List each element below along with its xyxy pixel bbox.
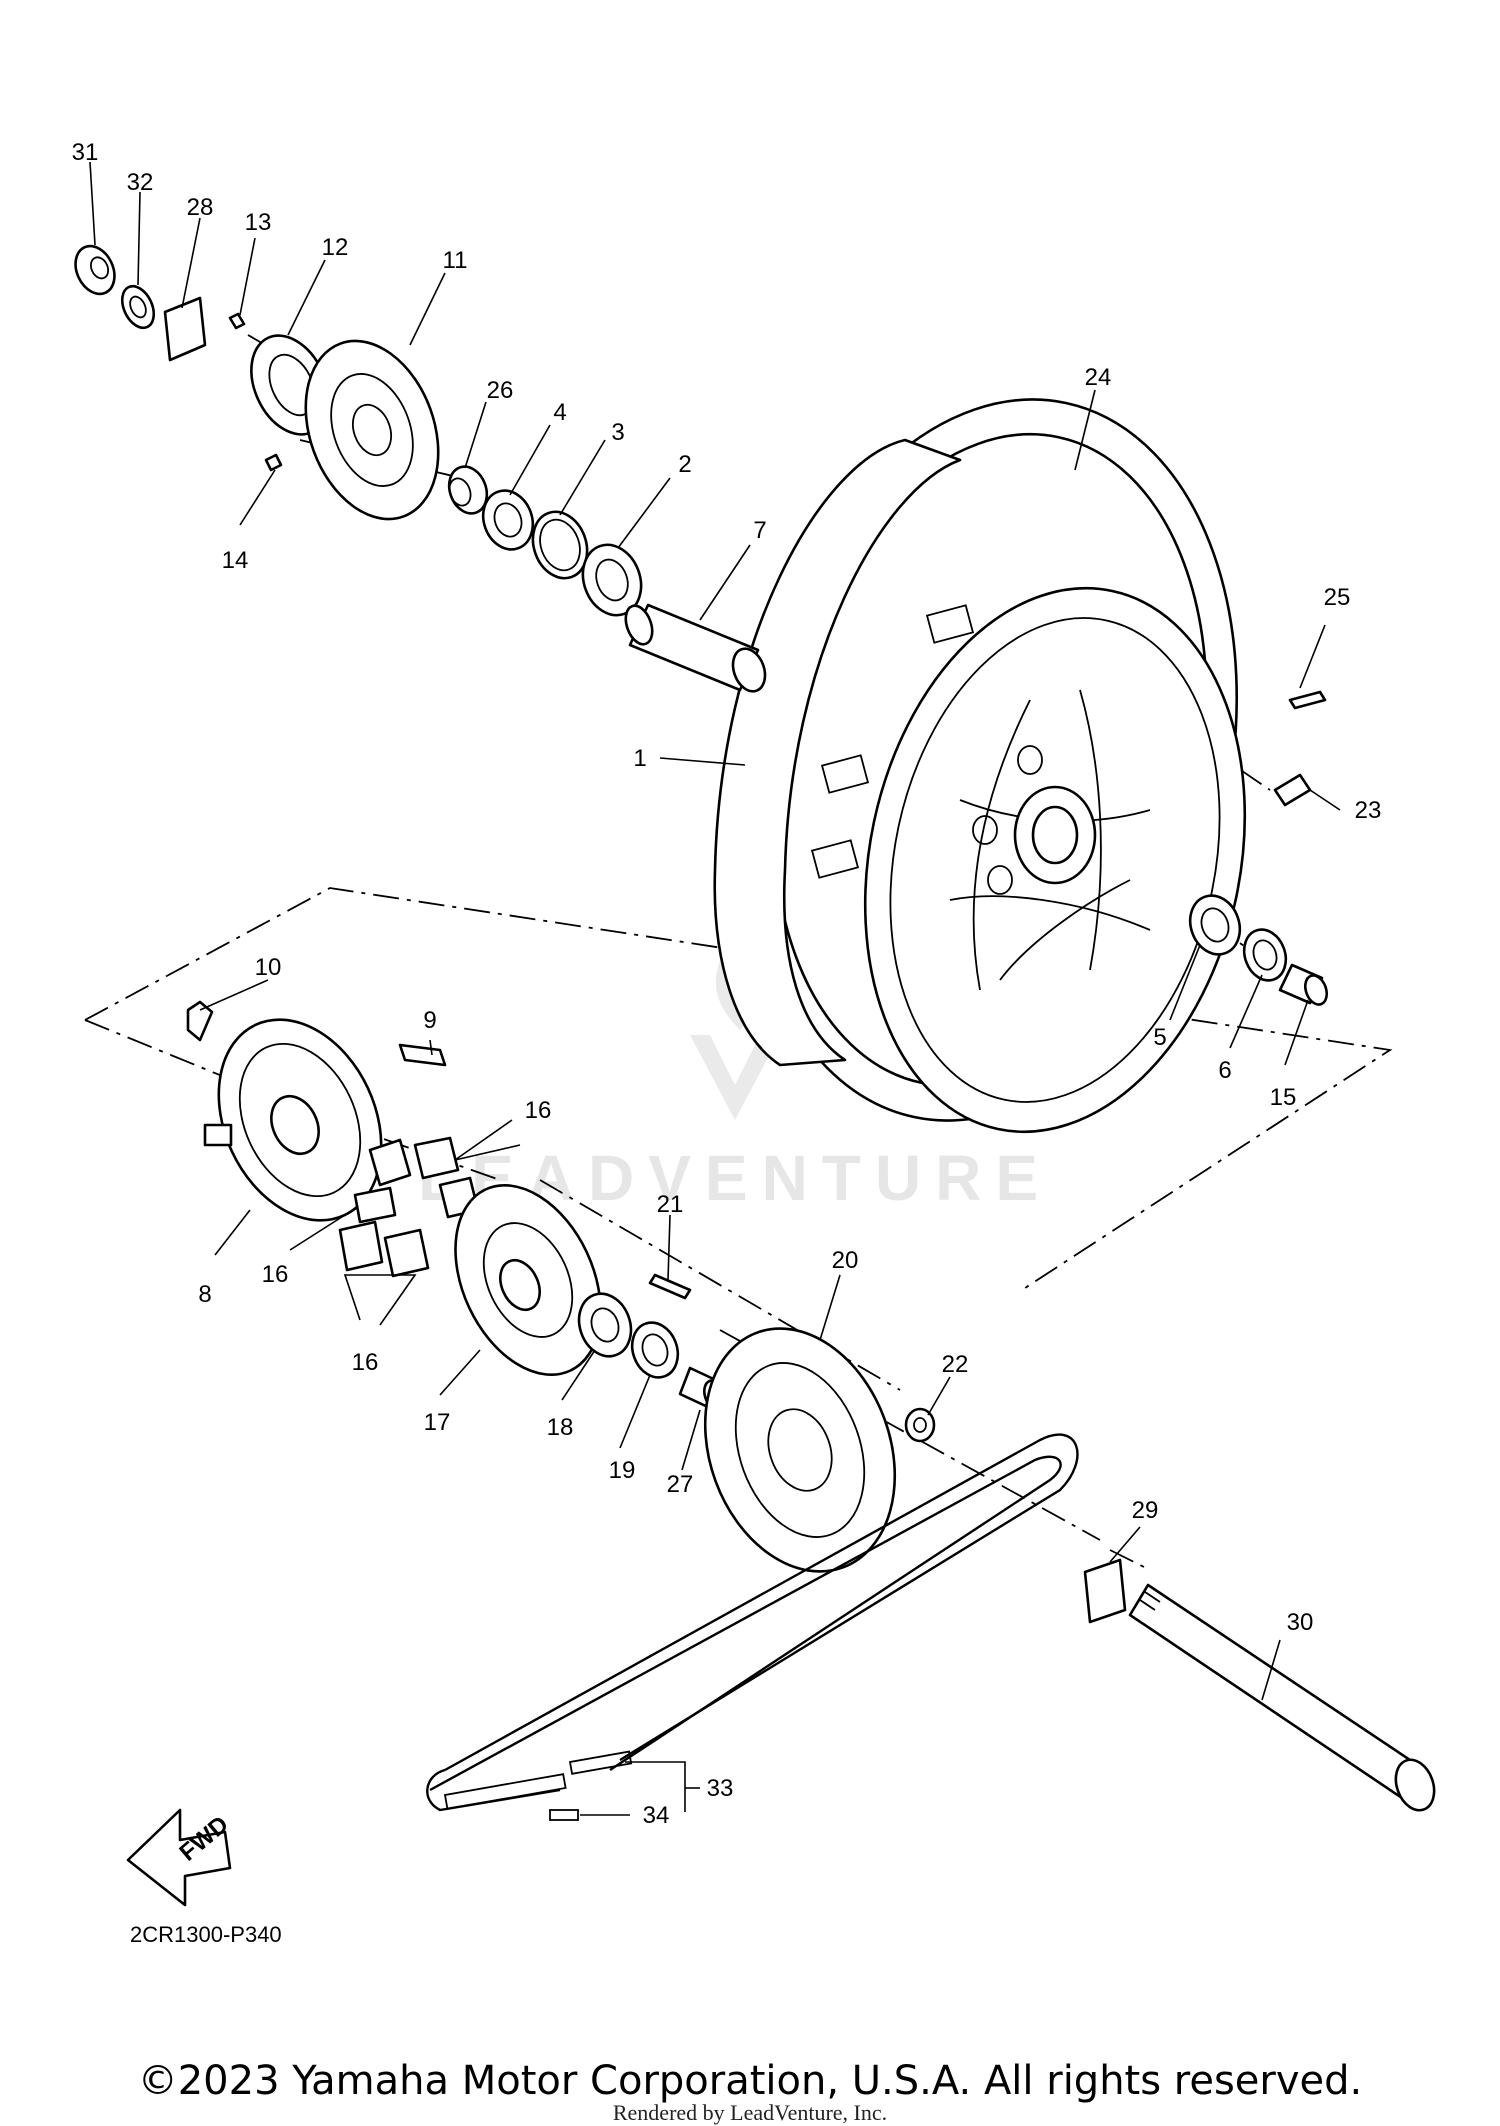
puller-28[interactable] bbox=[163, 296, 207, 362]
callout-5: 5 bbox=[1153, 1024, 1166, 1051]
spacer-7[interactable] bbox=[621, 602, 771, 696]
callout-11: 11 bbox=[443, 247, 468, 274]
callout-7: 7 bbox=[753, 517, 766, 544]
sprocket-20[interactable] bbox=[673, 1302, 928, 1598]
callout-4: 4 bbox=[553, 399, 566, 426]
callout-25: 25 bbox=[1324, 584, 1351, 611]
callout-30: 30 bbox=[1287, 1609, 1314, 1636]
callout-8: 8 bbox=[198, 1281, 211, 1308]
callout-27: 27 bbox=[667, 1471, 694, 1498]
callout-17: 17 bbox=[424, 1409, 451, 1436]
circlip-3[interactable] bbox=[524, 504, 596, 586]
callout-23: 23 bbox=[1355, 797, 1382, 824]
callout-6: 6 bbox=[1218, 1057, 1231, 1084]
collar-15[interactable] bbox=[1278, 963, 1331, 1008]
callout-14: 14 bbox=[222, 547, 249, 574]
bearing-2[interactable] bbox=[573, 537, 650, 624]
callout-19: 19 bbox=[609, 1457, 636, 1484]
bolt-9[interactable] bbox=[398, 1043, 447, 1067]
callout-13: 13 bbox=[245, 209, 272, 236]
callout-28: 28 bbox=[187, 194, 214, 221]
dampers-16[interactable] bbox=[338, 1136, 480, 1278]
callout-3: 3 bbox=[611, 419, 624, 446]
callout-26: 26 bbox=[487, 377, 514, 404]
nut-31[interactable] bbox=[68, 240, 122, 301]
callout-34: 34 bbox=[643, 1802, 670, 1829]
bearing-18[interactable] bbox=[571, 1286, 640, 1363]
upper-hub-parts bbox=[68, 240, 771, 696]
master-link-34[interactable] bbox=[549, 1809, 579, 1821]
bearing-5[interactable] bbox=[1182, 889, 1248, 962]
hub-clutch-17[interactable] bbox=[427, 1162, 629, 1398]
callout-24: 24 bbox=[1085, 364, 1112, 391]
balance-weight[interactable] bbox=[1288, 690, 1327, 710]
callout-32: 32 bbox=[127, 169, 154, 196]
callout-labels: 31 32 28 13 12 11 26 4 3 2 7 14 24 25 23… bbox=[72, 139, 1382, 1829]
leader-lines bbox=[89, 161, 1341, 1816]
collar-26[interactable] bbox=[443, 461, 493, 518]
stud-21[interactable] bbox=[648, 1273, 692, 1300]
callout-16-top: 16 bbox=[525, 1097, 552, 1124]
puller-29[interactable] bbox=[1083, 1558, 1127, 1624]
callout-18: 18 bbox=[547, 1414, 574, 1441]
callout-2: 2 bbox=[678, 451, 691, 478]
callout-15: 15 bbox=[1270, 1084, 1297, 1111]
washer-32[interactable] bbox=[116, 281, 160, 333]
bolt-14[interactable] bbox=[264, 453, 283, 472]
axle-30[interactable] bbox=[1128, 1583, 1441, 1816]
sprocket-11[interactable] bbox=[282, 322, 461, 537]
oil-seal-6[interactable] bbox=[1237, 924, 1292, 987]
callout-31: 31 bbox=[72, 139, 99, 166]
callout-9: 9 bbox=[423, 1007, 436, 1034]
callout-22: 22 bbox=[942, 1351, 969, 1378]
render-credit: Rendered by LeadVenture, Inc. bbox=[612, 2100, 888, 2125]
circlip-10[interactable] bbox=[186, 1000, 214, 1042]
callout-29: 29 bbox=[1132, 1497, 1159, 1524]
callout-1: 1 bbox=[633, 745, 646, 772]
nut-22[interactable] bbox=[904, 1407, 936, 1443]
damper-housing-8[interactable] bbox=[188, 993, 413, 1247]
right-side-parts bbox=[1182, 889, 1331, 1008]
callout-12: 12 bbox=[322, 234, 349, 261]
oil-seal-19[interactable] bbox=[625, 1316, 685, 1384]
callout-21: 21 bbox=[657, 1191, 684, 1218]
drive-chain[interactable] bbox=[426, 1433, 1079, 1821]
oil-seal-4[interactable] bbox=[475, 484, 541, 557]
callout-16-left: 16 bbox=[262, 1261, 289, 1288]
lower-hub-parts bbox=[186, 993, 936, 1598]
tire-valve[interactable] bbox=[1273, 773, 1312, 807]
callout-16-bottom: 16 bbox=[352, 1349, 379, 1376]
diagram-code: 2CR1300-P340 bbox=[130, 1922, 282, 1947]
callout-20: 20 bbox=[832, 1247, 859, 1274]
bolt-13[interactable] bbox=[228, 312, 246, 330]
copyright-notice: ©2023 Yamaha Motor Corporation, U.S.A. A… bbox=[137, 2058, 1363, 2104]
callout-10: 10 bbox=[255, 954, 282, 981]
rear-wheel[interactable] bbox=[679, 353, 1300, 1167]
fwd-arrow-icon: FWD bbox=[126, 1808, 234, 1907]
chain-links-33 bbox=[443, 1750, 633, 1810]
callout-33: 33 bbox=[707, 1775, 734, 1802]
